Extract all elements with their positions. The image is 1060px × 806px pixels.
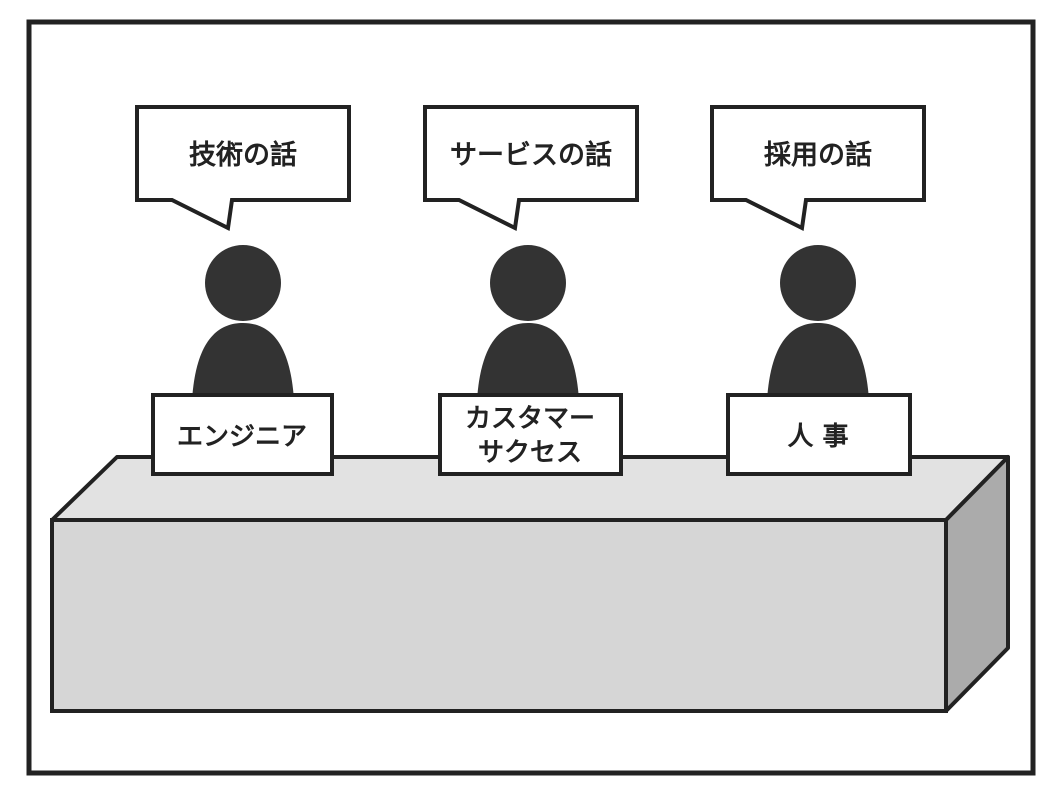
desk-front (50, 518, 948, 713)
speech-text: 採用の話 (764, 139, 872, 171)
name-sign: カスタマー サクセス (438, 393, 623, 476)
speech-bubble: サービスの話 (423, 105, 639, 232)
panelist-engineer: 技術の話 エンジニア (135, 105, 351, 476)
name-sign: エンジニア (151, 393, 334, 476)
panelist-hr: 採用の話 人 事 (710, 105, 926, 476)
name-sign: 人 事 (726, 393, 912, 476)
role-label-line-2: サクセス (478, 438, 582, 468)
speech-text: 技術の話 (189, 139, 297, 171)
role-label-line-1: エンジニア (177, 422, 307, 452)
person-silhouette-icon (767, 245, 869, 400)
speech-bubble: 技術の話 (135, 105, 351, 232)
role-label-line-1: 人 事 (787, 422, 848, 452)
person-silhouette-icon (192, 245, 294, 400)
role-label-line-1: カスタマー (465, 404, 595, 434)
panelist-customer-success: サービスの話 カスタマー サクセス (423, 105, 639, 476)
desk (50, 455, 1010, 713)
person-silhouette-icon (477, 245, 579, 400)
speech-text: サービスの話 (450, 139, 612, 171)
speech-bubble: 採用の話 (710, 105, 926, 232)
